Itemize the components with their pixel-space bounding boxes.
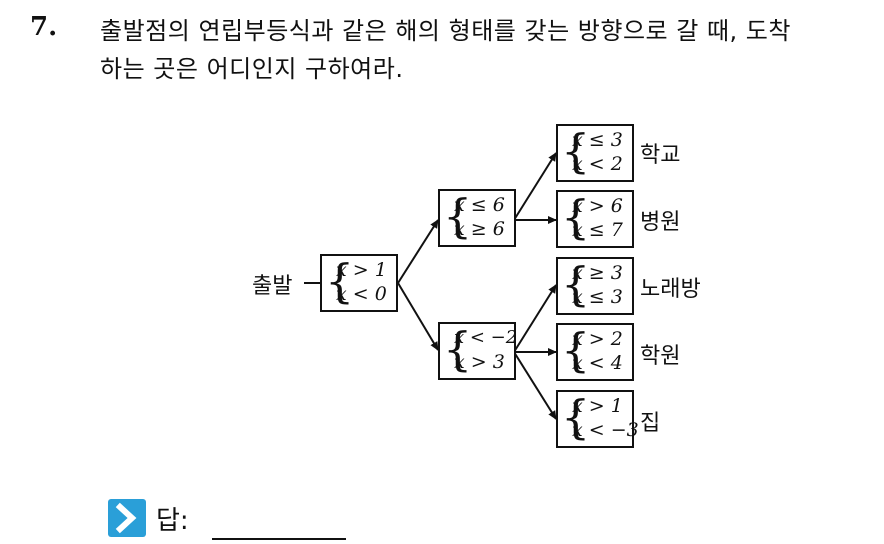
end-1-ineq-bottom: x < 2: [572, 153, 623, 175]
mid-upper-ineq-bottom: x ≥ 6: [454, 218, 505, 240]
end-3-ineq-top: x ≥ 3: [572, 262, 623, 284]
arrow-mid-lower-to-end-3: [513, 284, 557, 353]
end-4-ineq-bottom: x < 4: [572, 352, 623, 374]
brace: {: [561, 323, 591, 377]
mid-upper-ineq-top: x ≤ 6: [454, 194, 505, 216]
brace: {: [325, 254, 355, 308]
end-5-label: 집: [640, 411, 661, 436]
answer-label: 답:: [156, 505, 189, 536]
brace: {: [443, 189, 473, 243]
brace: {: [561, 124, 591, 178]
brace: {: [561, 257, 591, 311]
brace: {: [443, 322, 473, 376]
end-3-label: 노래방: [640, 277, 701, 302]
end-5-ineq-top: x > 1: [572, 395, 623, 417]
start-ineq-bottom: x < 0: [336, 283, 387, 305]
start-label: 출발: [252, 274, 293, 299]
question-line-1: 출발점의 연립부등식과 같은 해의 형태를 갖는 방향으로 갈 때, 도착: [100, 17, 791, 45]
brace: {: [561, 390, 591, 444]
start-box: { x > 1 x < 0: [320, 254, 398, 312]
arrow-start-to-mid-upper: [397, 219, 439, 284]
end-1-label: 학교: [640, 143, 681, 168]
mid-upper-box: { x ≤ 6 x ≥ 6: [438, 189, 516, 247]
mid-lower-box: { x < −2 x > 3: [438, 322, 518, 380]
arrow-mid-lower-to-end-5: [513, 351, 557, 420]
end-box-1: { x ≤ 3 x < 2: [556, 124, 634, 182]
mid-lower-ineq-bottom: x > 3: [454, 351, 505, 373]
end-4-label: 학원: [640, 344, 681, 369]
brace: {: [561, 190, 591, 244]
answer-blank[interactable]: [212, 538, 346, 540]
question-line-2: 하는 곳은 어디인지 구하여라.: [100, 55, 404, 83]
end-2-label: 병원: [640, 210, 681, 235]
chevron-right-icon: [108, 499, 146, 537]
answer-row: 답:: [108, 498, 189, 538]
end-4-ineq-top: x > 2: [572, 328, 623, 350]
end-5-ineq-bottom: x < −3: [572, 419, 639, 441]
question-number: 7.: [30, 12, 58, 42]
end-1-ineq-top: x ≤ 3: [572, 129, 623, 151]
end-box-3: { x ≥ 3 x ≤ 3: [556, 257, 634, 315]
start-ineq-top: x > 1: [336, 259, 387, 281]
mid-lower-ineq-top: x < −2: [454, 327, 518, 348]
end-3-ineq-bottom: x ≤ 3: [572, 286, 623, 308]
end-box-5: { x > 1 x < −3: [556, 390, 639, 448]
question-text: 출발점의 연립부등식과 같은 해의 형태를 갖는 방향으로 갈 때, 도착 하는…: [100, 12, 870, 88]
arrow-start-to-mid-lower: [397, 282, 439, 351]
end-box-2: { x > 6 x ≤ 7: [556, 190, 634, 248]
end-box-4: { x > 2 x < 4: [556, 323, 634, 381]
end-2-ineq-top: x > 6: [572, 195, 623, 217]
arrow-mid-upper-to-end-1: [513, 152, 557, 221]
end-2-ineq-bottom: x ≤ 7: [572, 219, 623, 241]
